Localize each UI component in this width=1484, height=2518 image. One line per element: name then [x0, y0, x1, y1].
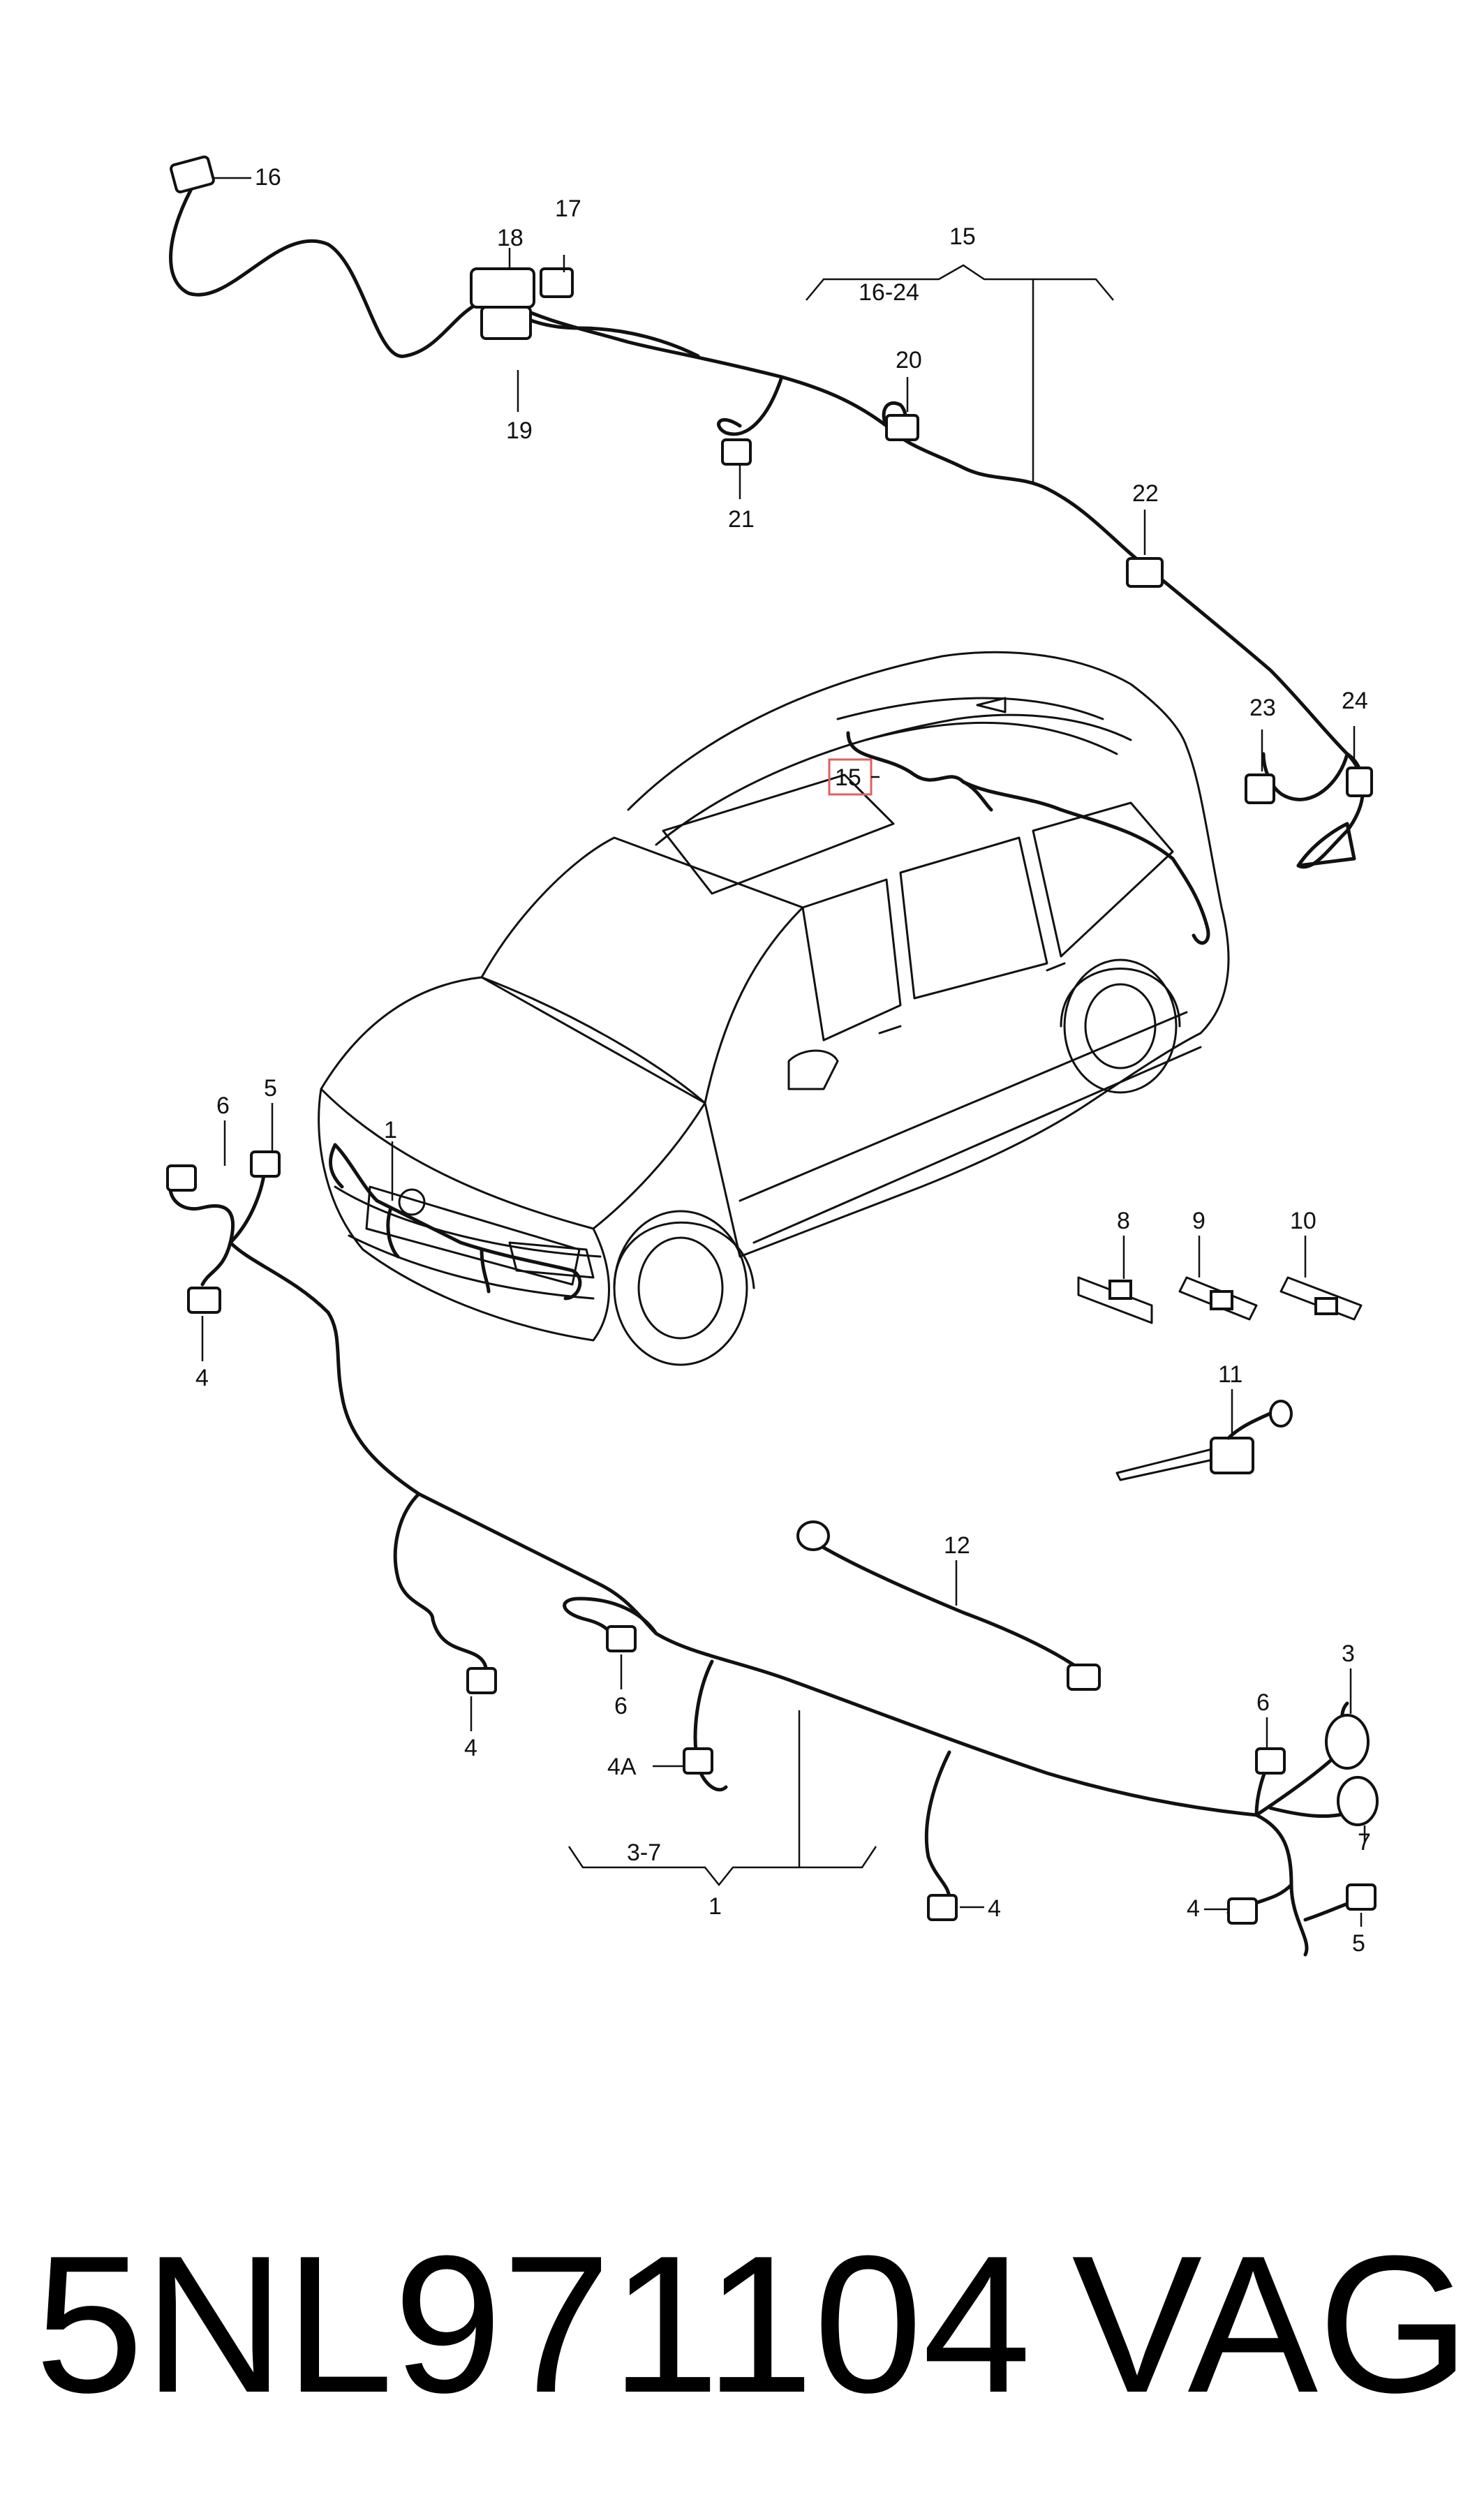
- label-4-lower: 4: [988, 1895, 1001, 1922]
- connector-21: [721, 438, 752, 466]
- front-harness-1: [166, 1150, 1379, 1957]
- connector-17: [540, 267, 574, 298]
- label-6-right: 6: [1256, 1689, 1270, 1716]
- label-24: 24: [1342, 688, 1368, 714]
- connector-23: [1245, 773, 1275, 804]
- connector-6-left: [166, 1164, 197, 1192]
- label-16: 16: [255, 164, 281, 191]
- label-6-left: 6: [216, 1093, 230, 1119]
- label-18: 18: [497, 225, 524, 251]
- label-7: 7: [1358, 1829, 1371, 1856]
- label-23: 23: [1249, 695, 1276, 721]
- rear-leaders: [213, 177, 1356, 771]
- label-11: 11: [1218, 1361, 1242, 1388]
- label-10: 10: [1290, 1208, 1316, 1234]
- label-8: 8: [1117, 1208, 1130, 1234]
- label-15-range: 16-24: [859, 279, 919, 306]
- connector-5-left: [250, 1150, 281, 1178]
- label-3: 3: [1342, 1641, 1355, 1667]
- connector-4-right: [1227, 1897, 1258, 1925]
- label-17: 17: [555, 195, 581, 222]
- label-5-right: 5: [1352, 1930, 1365, 1957]
- connector-4-mid: [466, 1667, 497, 1694]
- connector-6-mid: [606, 1625, 637, 1652]
- label-4-left: 4: [195, 1365, 209, 1391]
- connector-22: [1126, 557, 1164, 588]
- label-4A: 4A: [607, 1754, 637, 1780]
- loose-parts: [796, 1236, 1363, 1691]
- label-21: 21: [728, 506, 755, 533]
- label-19: 19: [506, 417, 533, 444]
- part-8: [1108, 1280, 1132, 1300]
- label-12: 12: [944, 1532, 970, 1559]
- part-9: [1210, 1290, 1233, 1310]
- part-11: [1210, 1437, 1254, 1474]
- connector-4-left: [187, 1287, 221, 1314]
- part-12-plug: [1067, 1664, 1101, 1691]
- part-number: 5NL971104: [35, 2216, 1032, 2434]
- connector-24: [1346, 766, 1373, 797]
- connector-16: [170, 155, 215, 193]
- label-20: 20: [896, 347, 922, 373]
- label-6-mid: 6: [614, 1693, 628, 1719]
- connector-4-lower: [927, 1894, 958, 1921]
- connector-4A: [683, 1747, 713, 1775]
- front-leaders: [201, 1103, 1366, 1927]
- connector-20: [885, 414, 919, 441]
- connector-5-right: [1346, 1883, 1377, 1911]
- label-1-car: 1: [384, 1117, 397, 1143]
- connector-18-19: [470, 267, 535, 309]
- callout-labels: 16 17 18 19 20 21 22 23 24 15 16-24 15 6…: [195, 164, 1371, 1957]
- label-9: 9: [1192, 1208, 1205, 1234]
- label-range-3-7: 3-7: [627, 1839, 661, 1866]
- car-illustration: [318, 651, 1230, 1366]
- brand-name: VAG: [1071, 2216, 1470, 2434]
- connector-6-right: [1255, 1747, 1286, 1775]
- connector-3: [1325, 1714, 1370, 1770]
- label-1: 1: [708, 1893, 722, 1920]
- label-4-mid: 4: [464, 1735, 477, 1761]
- label-5-left: 5: [264, 1075, 277, 1102]
- footer: 5NL971104 VAG: [0, 2192, 1484, 2457]
- connector-19: [480, 306, 532, 340]
- part-12-sensor: [796, 1520, 830, 1551]
- label-15-top: 15: [949, 223, 976, 250]
- connector-7: [1337, 1776, 1379, 1826]
- rear-harness-15: [169, 155, 1373, 869]
- label-4-right: 4: [1187, 1895, 1200, 1922]
- part-10: [1314, 1297, 1338, 1315]
- label-22: 22: [1132, 480, 1159, 507]
- label-15-car: 15: [835, 764, 861, 791]
